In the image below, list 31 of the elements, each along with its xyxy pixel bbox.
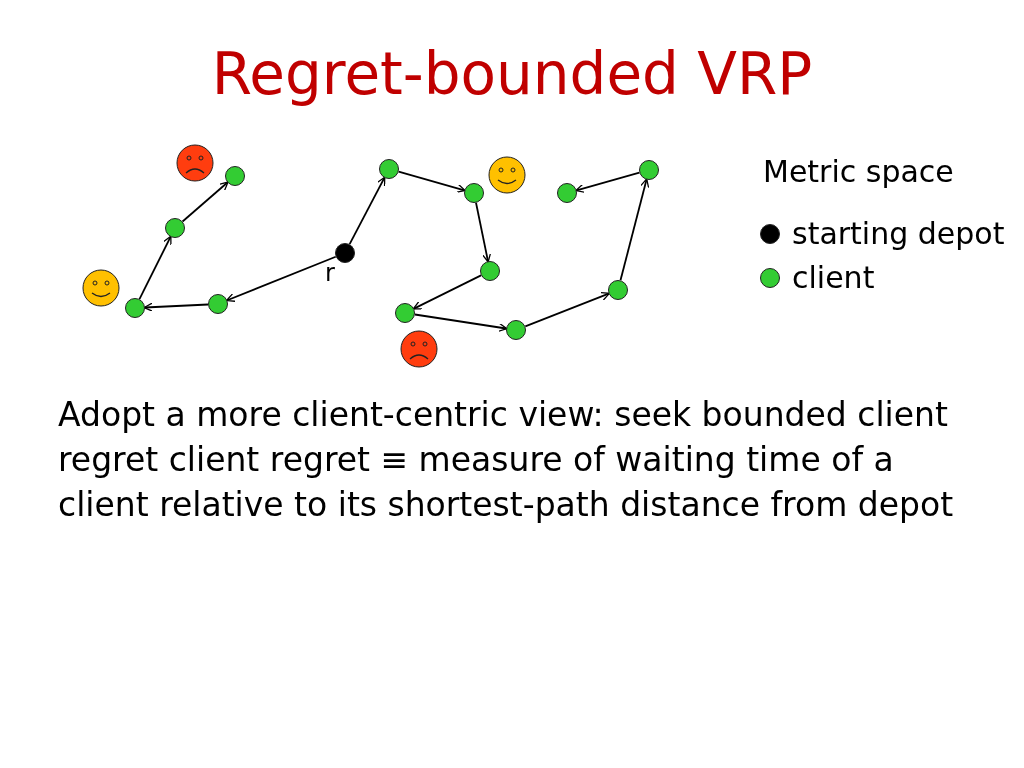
arrow <box>475 201 492 263</box>
client-node <box>480 261 500 281</box>
arrow <box>397 170 466 193</box>
arrow <box>143 302 209 312</box>
client-node <box>464 183 484 203</box>
arrow <box>348 176 386 246</box>
client-node <box>165 218 185 238</box>
body-text: Adopt a more client-centric view: seek bounded client regret client regret ≡ measure of waiting time of a client relative to its shortest-path distance from depot <box>58 394 955 526</box>
legend-title: Metric space <box>763 155 954 189</box>
client-node <box>225 166 245 186</box>
depot-node <box>335 243 355 263</box>
arrow <box>575 171 641 193</box>
client-node <box>557 183 577 203</box>
client-node <box>506 320 526 340</box>
arrow <box>619 178 650 282</box>
client-node <box>208 294 228 314</box>
arrow <box>414 313 508 332</box>
node-label: r <box>325 259 335 287</box>
client-node <box>608 280 628 300</box>
title: Regret-bounded VRP <box>210 40 814 108</box>
legend-label: starting depot <box>792 215 1005 253</box>
client-node <box>639 160 659 180</box>
client-node <box>379 159 399 179</box>
client-node <box>125 298 145 318</box>
arrow <box>225 255 337 302</box>
client-node <box>395 303 415 323</box>
arrow <box>181 181 229 223</box>
arrow <box>412 274 482 310</box>
arrow <box>138 235 172 300</box>
legend-label: client <box>792 259 875 297</box>
arrow <box>524 291 611 328</box>
